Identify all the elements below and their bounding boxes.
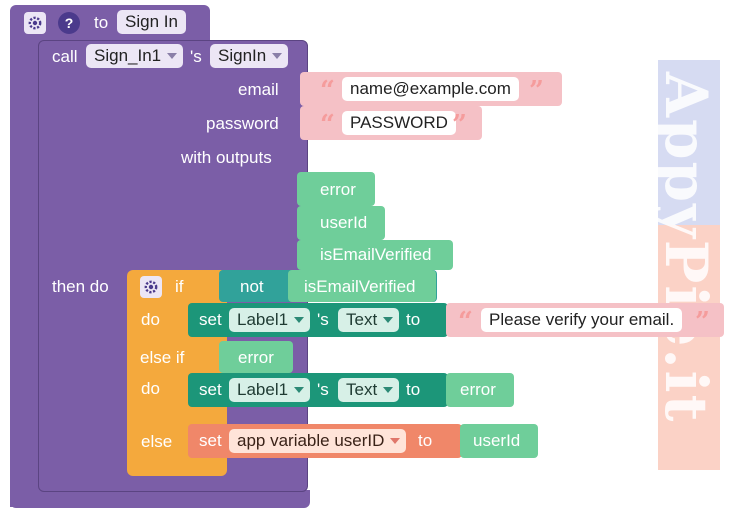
- open-quote-icon: “: [458, 307, 473, 337]
- set-label: set: [199, 431, 222, 450]
- close-quote-icon: ”: [529, 76, 544, 106]
- set2-component-dropdown[interactable]: Label1: [229, 378, 311, 402]
- set1-component-label: Label1: [237, 310, 289, 329]
- app-variable-dropdown[interactable]: app variable userID: [229, 429, 407, 453]
- open-quote-icon: “: [320, 76, 335, 106]
- condition-var-label: isEmailVerified: [304, 277, 416, 296]
- output-isemailverified-block[interactable]: [297, 240, 453, 270]
- open-quote-icon: “: [320, 110, 335, 140]
- then-do-label: then do: [52, 277, 109, 296]
- set-label: set: [199, 380, 222, 399]
- close-quote-icon: ”: [695, 307, 710, 337]
- procedure-bottom: [10, 490, 310, 508]
- output-userid-label: userId: [320, 213, 368, 232]
- output-error-label: error: [320, 180, 356, 199]
- app-variable-label: app variable userID: [237, 431, 385, 450]
- set1-property-dropdown[interactable]: Text: [338, 308, 400, 332]
- set-label: set: [199, 310, 222, 329]
- call-label: call: [52, 47, 78, 66]
- set1-to-label: to: [406, 310, 421, 329]
- condition-var-block[interactable]: [288, 270, 436, 302]
- component-dropdown-label: Sign_In1: [94, 46, 162, 65]
- gear-icon[interactable]: [24, 12, 46, 34]
- set2-property-label: Text: [346, 380, 378, 399]
- set2-to-label: to: [406, 380, 421, 399]
- set1-possessive: 's: [317, 310, 329, 329]
- output-userid-block[interactable]: [297, 206, 385, 240]
- set2-property-dropdown[interactable]: Text: [338, 378, 400, 402]
- not-label: not: [240, 277, 264, 296]
- set3-to-label: to: [418, 431, 433, 450]
- else-label: else: [141, 432, 173, 451]
- if-label: if: [175, 277, 184, 296]
- method-dropdown[interactable]: SignIn: [210, 44, 289, 68]
- call-possessive: 's: [190, 47, 202, 66]
- else-if-label: else if: [140, 348, 185, 367]
- do-label: do: [141, 310, 160, 329]
- else-if-var-block[interactable]: [219, 341, 293, 373]
- set2-value-block[interactable]: [446, 373, 514, 407]
- output-error-block[interactable]: [297, 172, 375, 206]
- set1-value-field[interactable]: Please verify your email.: [481, 308, 683, 332]
- password-label: password: [206, 114, 279, 133]
- gear-icon[interactable]: [140, 276, 162, 298]
- set2-component-label: Label1: [237, 380, 289, 399]
- set2-value-label: error: [460, 380, 496, 399]
- with-outputs-label: with outputs: [181, 148, 272, 167]
- set2-possessive: 's: [317, 380, 329, 399]
- set1-component-dropdown[interactable]: Label1: [229, 308, 311, 332]
- close-quote-icon: ”: [452, 110, 467, 140]
- method-dropdown-label: SignIn: [218, 46, 267, 65]
- procedure-body: [10, 35, 42, 507]
- procedure-name-field[interactable]: Sign In: [117, 10, 186, 34]
- watermark-text: AppyPie.it: [652, 72, 720, 424]
- do-label: do: [141, 379, 160, 398]
- email-label: email: [238, 80, 279, 99]
- else-if-var-label: error: [238, 348, 274, 367]
- email-value-field[interactable]: name@example.com: [342, 77, 519, 101]
- help-icon[interactable]: ?: [58, 12, 80, 34]
- set1-property-label: Text: [346, 310, 378, 329]
- set3-value-label: userId: [473, 431, 521, 450]
- watermark: AppyPie.it: [652, 60, 720, 470]
- password-value-field[interactable]: PASSWORD: [342, 111, 456, 135]
- set3-value-block[interactable]: [460, 424, 538, 458]
- output-isemailverified-label: isEmailVerified: [320, 245, 432, 264]
- component-dropdown[interactable]: Sign_In1: [86, 44, 184, 68]
- procedure-to-label: to: [94, 13, 109, 32]
